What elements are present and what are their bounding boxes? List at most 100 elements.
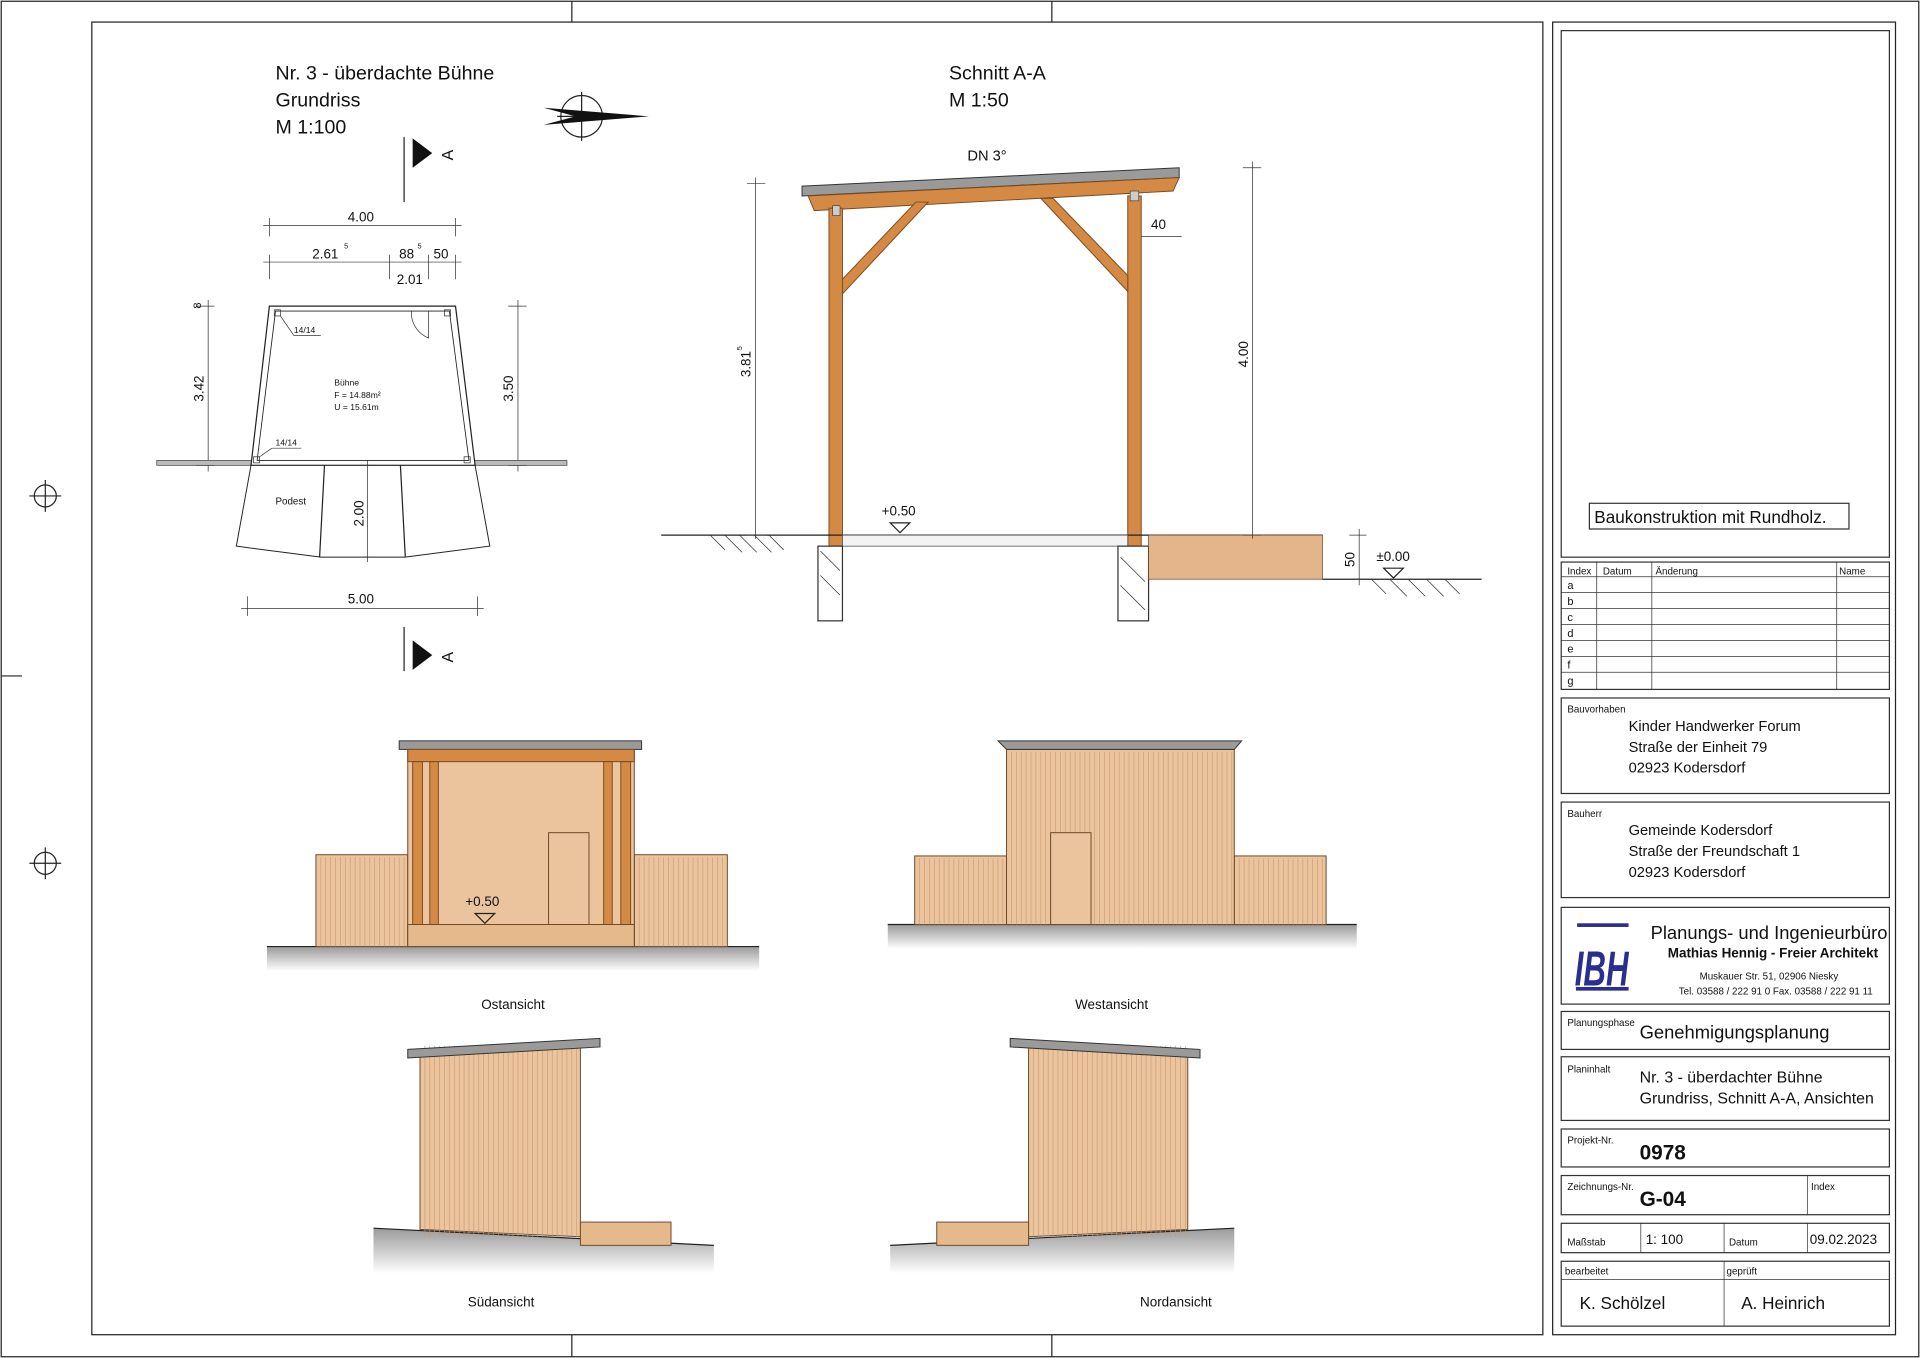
section-marker-top: A [403, 137, 457, 203]
svg-text:5: 5 [735, 346, 744, 350]
platform [1148, 534, 1323, 580]
svg-text:14/14: 14/14 [276, 438, 298, 448]
svg-text:A: A [440, 149, 457, 160]
svg-text:3.81: 3.81 [739, 351, 754, 377]
svg-text:bearbeitet: bearbeitet [1565, 1267, 1609, 1278]
section-a-a: Schnitt A-A M 1:50 DN 3° 3.81 5 4.00 [661, 63, 1482, 622]
revision-row-index: e [1567, 644, 1573, 656]
ibh-logo: IBH [1575, 923, 1630, 997]
construction-note: Baukonstruktion mit Rundholz. [1594, 507, 1826, 527]
north-elevation-label: Nordansicht [1140, 1295, 1212, 1310]
board-lines [638, 857, 723, 947]
board-lines [1238, 858, 1323, 925]
ground-hatch [709, 534, 1460, 611]
svg-text:IBH: IBH [1575, 943, 1630, 997]
revision-row-index: d [1567, 628, 1573, 640]
svg-text:8: 8 [192, 302, 204, 308]
svg-text:Index: Index [1811, 1182, 1835, 1193]
door [1050, 832, 1092, 925]
svg-text:Mathias Hennig - Freier Arch: Mathias Hennig - Freier Architekt [1668, 946, 1879, 961]
board-lines [919, 858, 1004, 925]
svg-text:Bauvorhaben: Bauvorhaben [1567, 705, 1625, 716]
registration-mark-icon [29, 847, 62, 880]
svg-text:G-04: G-04 [1640, 1188, 1687, 1211]
dimension-lines [195, 217, 527, 616]
east-elevation-label: Ostansicht [481, 997, 545, 1012]
svg-text:50: 50 [1342, 552, 1357, 567]
south-elevation-label: Südansicht [468, 1295, 535, 1310]
svg-text:Kinder Handwerker Forum: Kinder Handwerker Forum [1629, 719, 1801, 735]
svg-text:14/14: 14/14 [294, 325, 316, 335]
door [548, 832, 590, 925]
svg-text:09.02.2023: 09.02.2023 [1810, 1232, 1877, 1247]
svg-text:Bühne: Bühne [334, 378, 359, 388]
svg-text:Projekt-Nr.: Projekt-Nr. [1567, 1136, 1613, 1147]
registration-mark-icon [29, 480, 62, 512]
svg-text:2.61: 2.61 [312, 246, 338, 261]
svg-text:02923 Kodersdorf: 02923 Kodersdorf [1629, 761, 1747, 777]
svg-text:5.00: 5.00 [348, 592, 374, 607]
svg-text:4.00: 4.00 [1236, 341, 1251, 367]
plan-subtitle: Grundriss [276, 90, 361, 112]
post-right [1127, 195, 1142, 547]
board-lines [424, 1045, 578, 1237]
roof-beam [807, 177, 1180, 212]
svg-text:geprüft: geprüft [1727, 1267, 1758, 1278]
floor-plan: Nr. 3 - überdachte Bühne Grundriss M 1:1… [156, 63, 649, 672]
svg-text:F = 14.88m²: F = 14.88m² [334, 390, 381, 400]
svg-text:A. Heinrich: A. Heinrich [1741, 1293, 1825, 1313]
podest-dimension-line [360, 460, 375, 563]
svg-text:+0.50: +0.50 [465, 894, 499, 909]
svg-text:Podest: Podest [276, 497, 307, 508]
revision-row-index: a [1567, 580, 1574, 592]
svg-text:Straße der Einheit 79: Straße der Einheit 79 [1629, 740, 1768, 756]
svg-text:Schnitt A-A: Schnitt A-A [949, 63, 1047, 85]
svg-text:88: 88 [399, 246, 414, 261]
revision-row-index: c [1567, 612, 1573, 624]
svg-text:Maßstab: Maßstab [1567, 1237, 1606, 1248]
svg-text:Gemeinde Kodersdorf: Gemeinde Kodersdorf [1629, 823, 1774, 839]
svg-text:A: A [440, 651, 457, 662]
board-lines [320, 857, 405, 947]
foundation-right [1117, 545, 1150, 622]
svg-text:Tel. 03588 / 222 91 0 Fax. 0: Tel. 03588 / 222 91 0 Fax. 03588 / 222 9… [1679, 986, 1873, 997]
revision-row-index: g [1567, 676, 1573, 688]
north-arrow-icon [543, 91, 649, 141]
svg-text:Index: Index [1567, 566, 1591, 577]
section-marker-bottom: A [403, 626, 457, 672]
podest-dimension: 2.00 [352, 500, 367, 526]
svg-text:Genehmigungsplanung: Genehmigungsplanung [1640, 1021, 1830, 1042]
door-swing [411, 311, 429, 339]
svg-text:2.01: 2.01 [397, 272, 423, 287]
svg-text:U = 15.61m: U = 15.61m [334, 402, 379, 412]
board-lines [1033, 1045, 1186, 1237]
floor-slab [842, 534, 1129, 547]
svg-text:Planungs- und Ingenieurbüro: Planungs- und Ingenieurbüro [1651, 922, 1888, 943]
revision-row-index: b [1567, 596, 1573, 608]
svg-text:Planinhalt: Planinhalt [1567, 1065, 1610, 1076]
svg-text:50: 50 [433, 246, 448, 261]
plan-scale: M 1:100 [276, 116, 347, 138]
svg-text:±0.00: ±0.00 [1376, 549, 1410, 564]
svg-text:Datum: Datum [1603, 566, 1632, 577]
svg-text:Planungsphase: Planungsphase [1567, 1018, 1634, 1029]
svg-text:Muskauer Str. 51, 02906 Niesky: Muskauer Str. 51, 02906 Niesky [1700, 972, 1839, 983]
svg-text:Nr. 3 - überdachter Bühne: Nr. 3 - überdachter Bühne [1640, 1069, 1823, 1086]
west-elevation-label: Westansicht [1075, 997, 1148, 1012]
brace-left [841, 201, 930, 296]
svg-text:Bauherr: Bauherr [1567, 809, 1603, 820]
svg-text:Zeichnungs-Nr.: Zeichnungs-Nr. [1567, 1182, 1633, 1193]
svg-text:Name: Name [1839, 566, 1865, 577]
post-left [828, 207, 843, 547]
svg-text:Straße der Freundschaft 1: Straße der Freundschaft 1 [1629, 844, 1800, 860]
svg-text:+0.50: +0.50 [882, 504, 916, 519]
west-elevation: Westansicht [887, 740, 1357, 1012]
svg-text:3.42: 3.42 [191, 375, 206, 401]
svg-text:5: 5 [344, 242, 348, 251]
svg-text:Grundriss, Schnitt A-A, Ansich: Grundriss, Schnitt A-A, Ansichten [1640, 1090, 1874, 1107]
svg-text:02923 Kodersdorf: 02923 Kodersdorf [1629, 865, 1747, 881]
svg-text:Änderung: Änderung [1656, 566, 1698, 577]
